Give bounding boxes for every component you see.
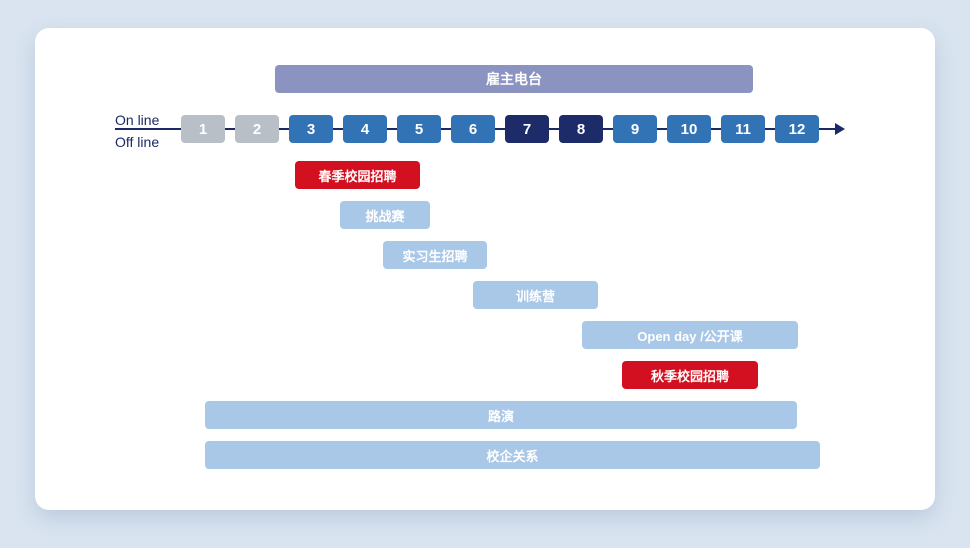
online-activity-bar: 雇主电台 bbox=[275, 65, 753, 93]
month-cell-6: 6 bbox=[451, 115, 495, 143]
activity-bar-5: Open day /公开课 bbox=[582, 321, 798, 349]
online-axis-label: On line bbox=[115, 112, 160, 128]
month-cell-3: 3 bbox=[289, 115, 333, 143]
activity-bar-3: 实习生招聘 bbox=[383, 241, 487, 269]
month-cell-8: 8 bbox=[559, 115, 603, 143]
month-cell-1: 1 bbox=[181, 115, 225, 143]
month-cell-10: 10 bbox=[667, 115, 711, 143]
month-cell-7: 7 bbox=[505, 115, 549, 143]
activity-bar-4: 训练营 bbox=[473, 281, 598, 309]
offline-axis-label: Off line bbox=[115, 134, 160, 150]
month-cell-4: 4 bbox=[343, 115, 387, 143]
month-cell-5: 5 bbox=[397, 115, 441, 143]
month-cell-9: 9 bbox=[613, 115, 657, 143]
activity-bar-8: 校企关系 bbox=[205, 441, 820, 469]
activity-bar-7: 路演 bbox=[205, 401, 797, 429]
online-activity-label: 雇主电台 bbox=[486, 71, 542, 87]
month-cell-11: 11 bbox=[721, 115, 765, 143]
activity-bar-6: 秋季校园招聘 bbox=[622, 361, 758, 389]
arrow-right-icon bbox=[835, 123, 845, 135]
activity-bar-2: 挑战赛 bbox=[340, 201, 430, 229]
activity-bar-1: 春季校园招聘 bbox=[295, 161, 420, 189]
month-cell-2: 2 bbox=[235, 115, 279, 143]
month-cell-12: 12 bbox=[775, 115, 819, 143]
